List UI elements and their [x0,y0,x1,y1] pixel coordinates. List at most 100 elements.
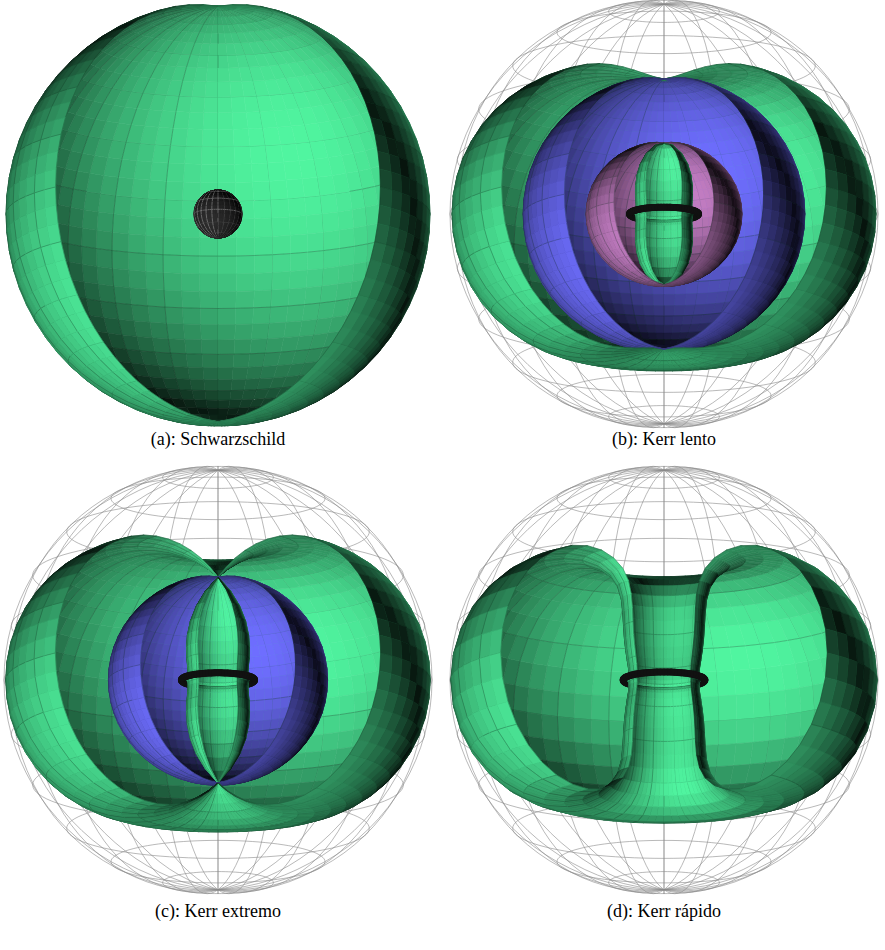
surface-facet [302,177,320,197]
surface-facet [305,196,323,216]
surface-facet [218,97,232,113]
surface-facet [112,268,129,287]
surface-facet [366,205,380,226]
surface-facet [182,182,200,201]
surface-facet [320,194,337,214]
surface-facet [270,306,288,323]
surface-facet [164,200,182,219]
surface-facet [218,291,236,308]
surface-facet [188,367,204,380]
surface-facet [129,216,147,236]
surface-facet [132,179,150,199]
surface-facet [201,325,218,341]
surface-facet [290,252,307,271]
surface-facet [255,236,273,255]
surface-facet [183,324,201,340]
surface-facet [218,113,233,130]
surface-facet [182,308,200,325]
surface-facet [218,164,235,182]
surface-facet [218,256,237,274]
surface-facet [272,217,290,237]
surface-facet [185,146,202,164]
surface-facet [112,251,129,271]
surface-facet [147,289,165,307]
surface-facet [150,162,168,181]
surface-facet [231,96,246,112]
surface-facet [97,212,114,232]
surface-facet [218,354,234,368]
surface-facet [82,246,97,266]
surface-facet [130,288,148,306]
surface-facet [82,210,98,231]
surface-facet [218,400,230,408]
surface-facet [185,339,202,354]
surface-facet [204,97,218,113]
surface-facet [112,214,129,234]
surface-facet [146,254,164,273]
surface-facet [96,230,112,250]
surface-facet [339,246,354,266]
surface-facet [163,255,181,274]
surface-facet [150,322,168,338]
surface-facet [146,217,164,237]
surface-facet [234,146,251,164]
surface-facet [271,289,289,307]
surface-facet [166,163,184,182]
surface-facet [171,128,188,146]
surface-facet [338,264,354,284]
surface-facet [218,391,231,401]
surface-facet [271,199,289,219]
surface-facet [255,255,273,274]
surface-facet [128,234,145,254]
surface-facet [272,272,290,291]
surface-facet [168,339,186,354]
surface-facet [130,197,148,217]
surface-facet [236,237,254,256]
surface-facet [251,163,269,182]
surface-facet [218,146,235,164]
surface-facet [206,68,218,82]
surface-facet [322,267,339,287]
surface-facet [235,182,253,201]
surface-facet [163,236,181,255]
surface-facet [82,228,97,249]
surface-facet [270,180,288,199]
surface-facet [201,164,218,182]
surface-facet [236,291,255,308]
surface-facet [200,238,219,256]
surface-facet [288,197,306,217]
surface-facet [218,325,235,341]
surface-facet [253,307,271,324]
surface-facet [236,256,254,274]
surface-facet [320,284,337,303]
surface-facet [201,146,218,164]
surface-facet [188,112,204,129]
surface-facet [98,194,115,214]
surface-facet [235,324,253,340]
surface-facet [324,249,340,269]
surface-facet [205,391,218,401]
surface-facet [190,96,205,112]
surface-facet [146,235,164,254]
surface-facet [202,129,218,146]
surface-facet [233,354,250,368]
surface-facet [114,196,132,216]
surface-facet [286,179,304,199]
surface-facet [112,232,129,252]
surface-facet [203,368,218,380]
surface-facet [233,129,250,147]
surface-facet [68,226,82,247]
surface-facet [235,164,253,183]
surface-facet [84,191,101,212]
surface-facet [203,113,218,130]
surface-facet [251,323,269,339]
surface-facet [148,180,166,199]
surface-facet [69,207,84,228]
surface-facet [163,273,181,291]
surface-facet [200,256,219,274]
surface-facet [253,181,271,200]
surface-facet [202,354,218,368]
surface-facet [339,228,354,249]
surface-facet [336,191,353,212]
